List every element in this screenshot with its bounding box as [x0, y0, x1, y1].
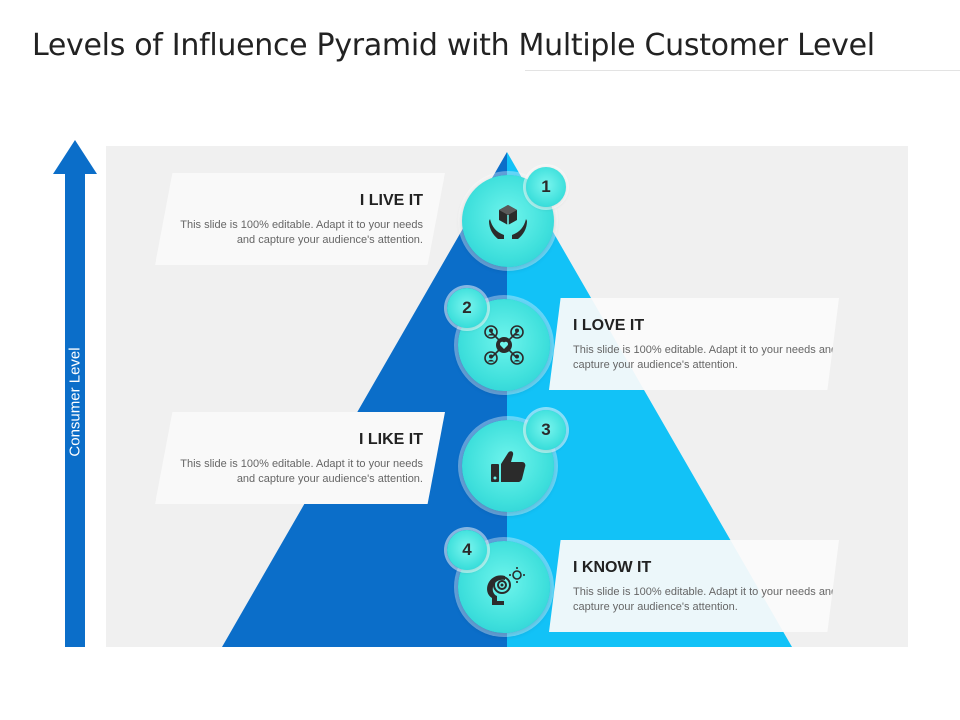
level-1-label: I LIVE IT [359, 192, 423, 209]
slide-title: Levels of Influence Pyramid with Multipl… [32, 28, 875, 63]
level-3-badge: 3 [526, 410, 566, 450]
level-2-label: I LOVE IT [573, 317, 645, 334]
connected-people-heart-icon [484, 325, 524, 365]
consumer-level-axis [65, 170, 85, 647]
pyramid-left-face [222, 152, 507, 647]
level-4-card: I KNOW IT This slide is 100% editable. A… [549, 540, 839, 632]
level-2-description: This slide is 100% editable. Adapt it to… [573, 344, 838, 371]
level-2-badge: 2 [447, 288, 487, 328]
level-3-card: I LIKE IT This slide is 100% editable. A… [155, 412, 445, 504]
level-4-badge: 4 [447, 530, 487, 570]
pyramid-right-face [507, 152, 792, 647]
axis-arrow-icon [53, 140, 97, 174]
level-3-description: This slide is 100% editable. Adapt it to… [180, 458, 423, 485]
level-1-card: I LIVE IT This slide is 100% editable. A… [155, 173, 445, 265]
thumbs-up-icon [491, 451, 526, 482]
level-3-label: I LIKE IT [359, 431, 423, 448]
level-1-description: This slide is 100% editable. Adapt it to… [180, 219, 423, 246]
axis-label: Consumer Level [66, 347, 84, 457]
level-4-description: This slide is 100% editable. Adapt it to… [573, 586, 838, 613]
level-1-badge: 1 [526, 167, 566, 207]
level-4-label: I KNOW IT [573, 559, 652, 576]
head-target-icon [487, 567, 525, 605]
level-2-card: I LOVE IT This slide is 100% editable. A… [549, 298, 839, 390]
hands-holding-cube-icon [489, 205, 527, 239]
title-divider [525, 70, 960, 71]
